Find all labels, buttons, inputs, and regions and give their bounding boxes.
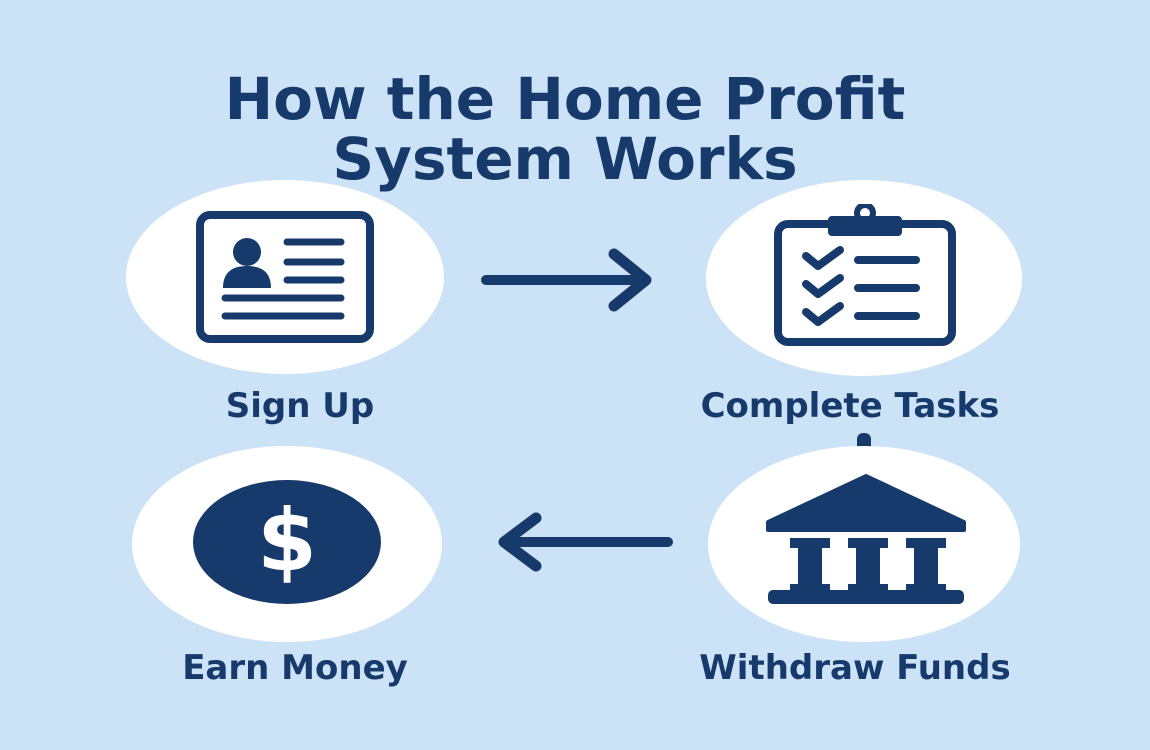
connector-stub — [857, 433, 871, 447]
dollar-symbol: $ — [257, 491, 317, 591]
complete-tasks-label: Complete Tasks — [700, 386, 1000, 426]
sign-up-label: Sign Up — [225, 386, 375, 426]
bank-icon — [764, 472, 968, 608]
withdraw-funds-label: Withdraw Funds — [699, 648, 1011, 688]
arrow-left-icon — [492, 512, 676, 576]
earn-money-label: Earn Money — [182, 648, 408, 688]
id-card-icon — [195, 210, 375, 344]
title-line-1: How the Home Profit — [224, 64, 906, 133]
title-line-2: System Works — [332, 124, 798, 193]
arrow-right-icon — [478, 248, 658, 312]
clipboard-checklist-icon — [770, 204, 960, 348]
dollar-coin-icon: $ — [191, 478, 383, 606]
page-title: How the Home Profit System Works — [0, 69, 1150, 189]
